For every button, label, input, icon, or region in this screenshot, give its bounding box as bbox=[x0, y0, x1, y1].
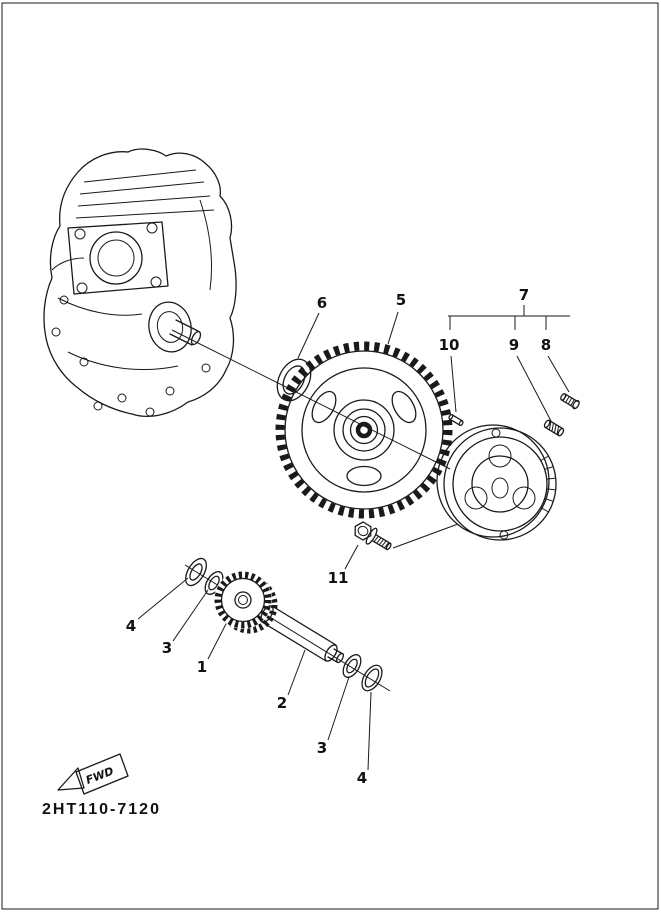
callout-3-left: 3 bbox=[162, 639, 172, 657]
callout-11: 11 bbox=[328, 569, 349, 587]
callout-7: 7 bbox=[519, 286, 529, 304]
callout-2: 2 bbox=[277, 694, 287, 712]
callout-4-left: 4 bbox=[126, 617, 136, 635]
dowel-pin-10 bbox=[448, 413, 464, 427]
callout-3-right: 3 bbox=[317, 739, 327, 757]
fwd-marker: FWD bbox=[57, 753, 129, 795]
clutch-spring-9 bbox=[543, 419, 565, 437]
starter-shaft-2 bbox=[260, 605, 345, 664]
set-screw-8 bbox=[560, 393, 580, 410]
callout-6: 6 bbox=[317, 294, 327, 312]
callout-5: 5 bbox=[396, 291, 406, 309]
circlip-4-right bbox=[361, 664, 383, 692]
circlip-4-left bbox=[185, 557, 207, 587]
callout-10: 10 bbox=[439, 336, 460, 354]
engine-block bbox=[43, 148, 237, 417]
starter-pinion-gear-1 bbox=[214, 571, 278, 634]
callout-1: 1 bbox=[197, 658, 207, 676]
leader-lines bbox=[137, 305, 570, 771]
callout-8: 8 bbox=[541, 336, 551, 354]
starter-clutch-housing bbox=[436, 424, 557, 541]
callout-9: 9 bbox=[509, 336, 519, 354]
crankshaft-boss bbox=[148, 301, 202, 353]
starter-driven-gear-5 bbox=[275, 341, 453, 519]
flange-bolt-11 bbox=[354, 521, 392, 551]
thrust-washer-6 bbox=[276, 358, 312, 402]
part-code: 2HT110-7120 bbox=[42, 801, 161, 818]
washer-3-right bbox=[342, 654, 362, 678]
callout-4-right: 4 bbox=[357, 769, 367, 787]
